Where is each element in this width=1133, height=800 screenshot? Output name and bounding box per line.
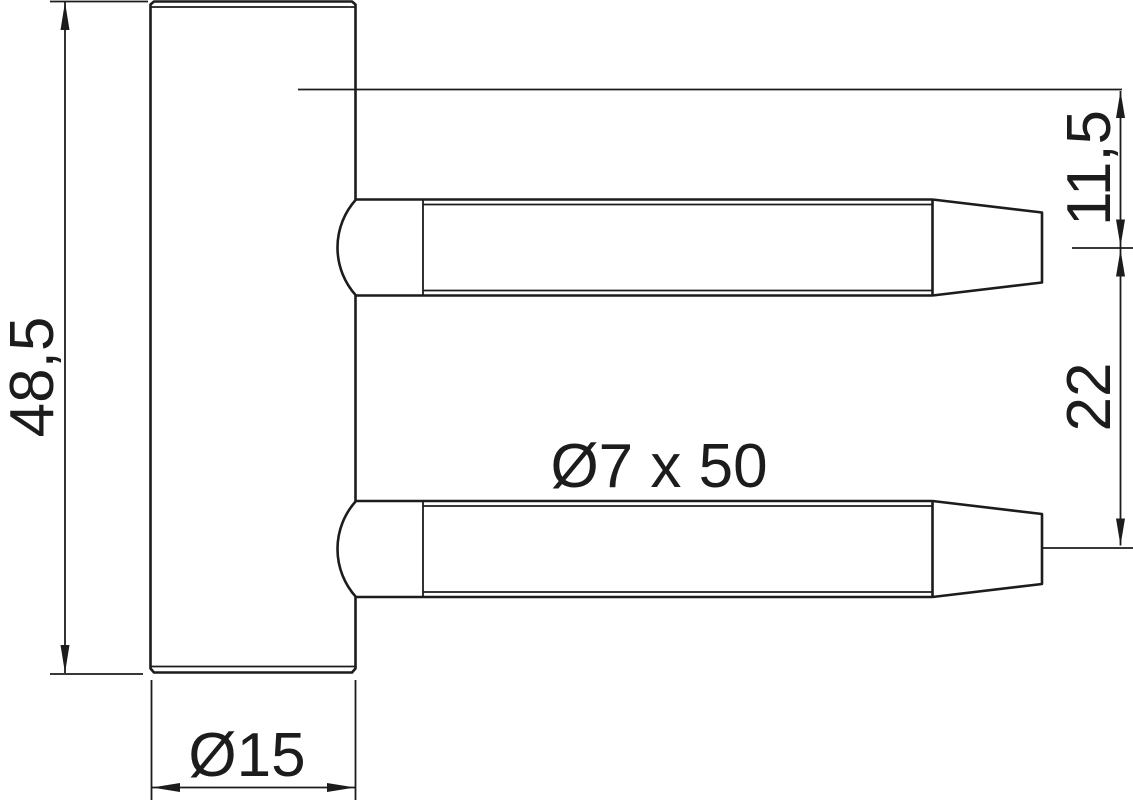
dim-diameter-label: Ø15 <box>188 721 305 790</box>
top-pin-outline <box>336 198 1044 297</box>
arrow-right-icon <box>327 783 355 792</box>
arrow-left-icon <box>152 783 180 792</box>
dim-diameter-extension-lines <box>150 680 357 800</box>
barrel <box>149 0 357 674</box>
arrow-down-icon <box>60 645 70 673</box>
top-pin <box>336 198 1044 297</box>
dim-pin-spacing-label: 22 <box>1055 363 1124 432</box>
dim-height-extension-lines <box>50 0 148 675</box>
arrow-down-icon <box>1116 219 1125 247</box>
dim-right-extension-ticks <box>1043 247 1133 549</box>
bottom-pin <box>336 499 1044 599</box>
bottom-pin-inner-lines <box>422 501 933 597</box>
pin-spec-label: Ø7 x 50 <box>550 432 767 501</box>
barrel-chamfer-lines <box>151 6 355 668</box>
arrow-down-icon <box>1116 518 1125 546</box>
bottom-pin-outline <box>336 499 1044 599</box>
dim-top-offset-label: 11,5 <box>1055 110 1124 226</box>
arrow-up-icon <box>60 2 70 30</box>
barrel-silhouette <box>149 0 357 674</box>
dimension-barrel-diameter: Ø15 <box>150 680 357 800</box>
arrow-up-icon <box>1116 249 1125 277</box>
arrow-up-icon <box>1116 91 1125 118</box>
dimension-pin-offsets: 11,5 22 <box>1043 91 1133 549</box>
dim-height-label: 48,5 <box>0 317 67 438</box>
top-pin-inner-lines <box>422 199 933 296</box>
dimension-pin-spec: Ø7 x 50 <box>550 432 767 501</box>
dimension-height: 48,5 <box>0 0 148 675</box>
